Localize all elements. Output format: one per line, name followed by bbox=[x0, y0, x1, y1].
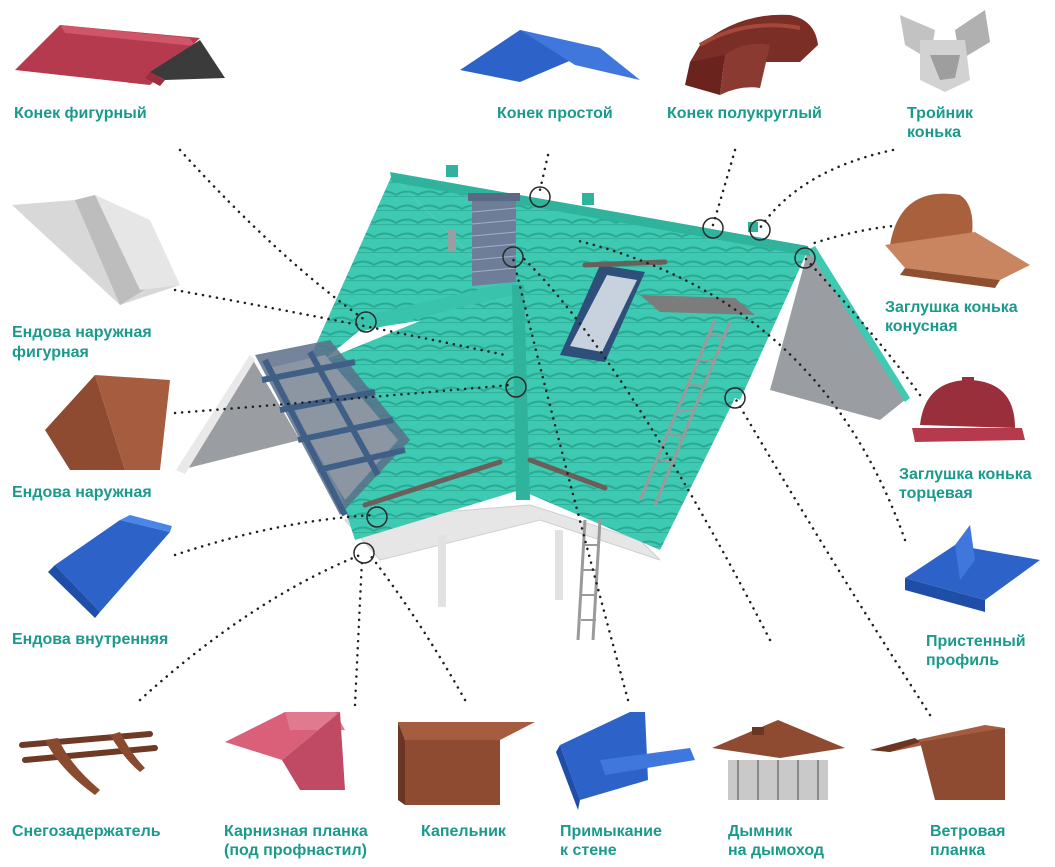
chimney-cap-icon bbox=[712, 720, 845, 800]
leader-lines bbox=[138, 148, 932, 717]
label-conical-cap-line1: Заглушка конька bbox=[885, 299, 1018, 316]
label-snow-guard: Снегозадержатель bbox=[12, 823, 161, 840]
eaves-plank-icon bbox=[225, 712, 345, 790]
figured-ridge-icon bbox=[15, 25, 225, 86]
label-simple-ridge: Конек простой bbox=[497, 105, 613, 122]
wall-profile-icon bbox=[905, 525, 1040, 612]
end-ridge-cap-icon bbox=[912, 377, 1025, 442]
label-figured-outer-valley-line1: Ендова наружная bbox=[12, 324, 152, 341]
label-outer-valley: Ендова наружная bbox=[12, 484, 152, 501]
label-ridge-tee-line2: конька bbox=[907, 124, 961, 141]
label-wall-profile-line1: Пристенный bbox=[926, 633, 1026, 650]
label-conical-cap-line2: конусная bbox=[885, 318, 958, 335]
label-figured-ridge: Конек фигурный bbox=[14, 105, 147, 122]
drip-edge-icon bbox=[398, 722, 535, 805]
label-end-cap-line1: Заглушка конька bbox=[899, 466, 1032, 483]
house-roof-illustration bbox=[176, 165, 910, 641]
label-inner-valley: Ендова внутренняя bbox=[12, 631, 169, 648]
outer-valley-icon bbox=[45, 375, 170, 470]
label-eaves-plank-line1: Карнизная планка bbox=[224, 823, 368, 840]
ridge-tee-icon bbox=[900, 10, 990, 92]
label-drip-edge: Капельник bbox=[421, 823, 506, 840]
label-wind-plank-line2: планка bbox=[930, 842, 986, 859]
figured-outer-valley-icon bbox=[12, 195, 180, 305]
wind-plank-icon bbox=[870, 725, 1005, 800]
wall-abutment-icon bbox=[556, 712, 695, 810]
callout-circles bbox=[353, 186, 816, 564]
label-wind-plank-line1: Ветровая bbox=[930, 823, 1006, 840]
label-half-round-ridge: Конек полукруглый bbox=[667, 105, 822, 122]
label-ridge-tee-line1: Тройник bbox=[907, 105, 974, 122]
conical-ridge-cap-icon bbox=[885, 193, 1030, 288]
snow-guard-icon bbox=[19, 731, 158, 795]
simple-ridge-icon bbox=[460, 30, 640, 82]
label-wall-profile-line2: профиль bbox=[926, 652, 1000, 669]
half-round-ridge-icon bbox=[685, 14, 818, 95]
label-eaves-plank-line2: (под профнастил) bbox=[224, 842, 367, 859]
inner-valley-icon bbox=[48, 515, 172, 618]
label-figured-outer-valley-line2: фигурная bbox=[12, 344, 89, 361]
label-chimney-cap-line2: на дымоход bbox=[728, 842, 825, 859]
label-end-cap-line2: торцевая bbox=[899, 485, 973, 502]
label-chimney-cap-line1: Дымник bbox=[728, 823, 793, 840]
label-wall-abutment-line1: Примыкание bbox=[560, 823, 662, 840]
label-wall-abutment-line2: к стене bbox=[560, 842, 617, 859]
